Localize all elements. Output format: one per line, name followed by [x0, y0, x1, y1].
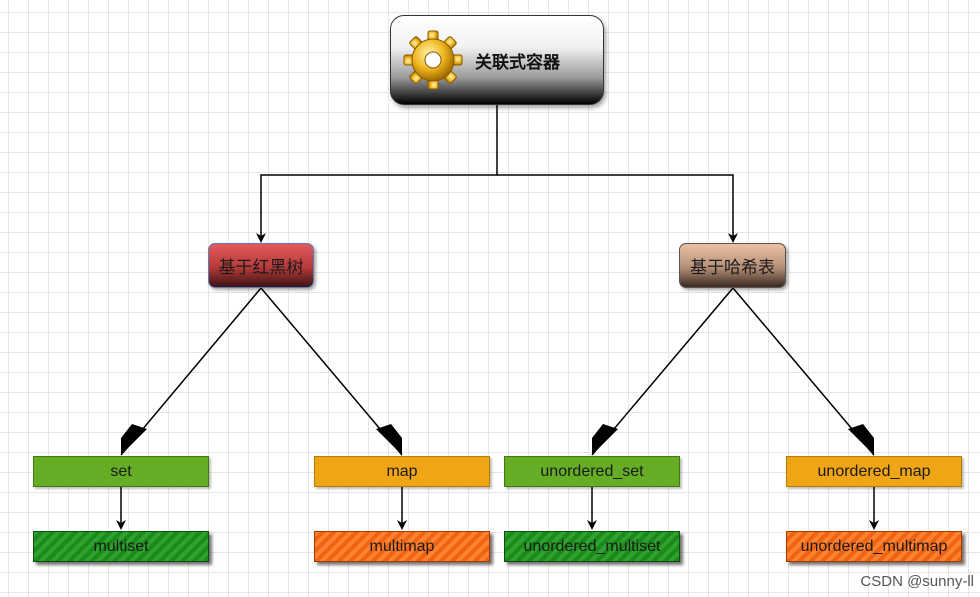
node-unordered-map-label: unordered_map: [817, 462, 931, 480]
edge-rbt-to-set: [120, 287, 262, 456]
node-unordered-map[interactable]: unordered_map: [786, 456, 962, 487]
node-unordered-multiset-label: unordered_multiset: [523, 537, 661, 555]
root-node-associative-containers[interactable]: 关联式容器: [390, 15, 604, 105]
node-unordered-multiset[interactable]: unordered_multiset: [504, 531, 680, 562]
node-hash-table-label: 基于哈希表: [690, 258, 775, 277]
edge-hash-to-unordered-map: [732, 287, 875, 456]
node-unordered-multimap[interactable]: unordered_multimap: [786, 531, 962, 562]
edge-hash-to-unordered-set: [591, 287, 734, 456]
node-set[interactable]: set: [33, 456, 209, 487]
node-set-label: set: [110, 462, 132, 480]
node-multiset-label: multiset: [93, 537, 149, 555]
edge-root-to-red-black-tree: [256, 105, 498, 243]
node-unordered-set-label: unordered_set: [540, 462, 644, 480]
node-red-black-tree-label: 基于红黑树: [218, 258, 304, 277]
node-multimap-label: multimap: [369, 537, 435, 555]
node-map-label: map: [386, 462, 418, 480]
node-unordered-set[interactable]: unordered_set: [504, 456, 680, 487]
gear-icon: [403, 30, 463, 90]
node-unordered-multimap-label: unordered_multimap: [800, 537, 948, 555]
edge-rbt-to-map: [260, 287, 403, 456]
node-red-black-tree[interactable]: 基于红黑树: [208, 243, 314, 288]
edge-rbt-to-set-diamond: [121, 424, 147, 455]
edge-rbt-to-map-diamond: [376, 424, 402, 455]
node-hash-table[interactable]: 基于哈希表: [679, 243, 786, 288]
node-multiset[interactable]: multiset: [33, 531, 209, 562]
node-map[interactable]: map: [314, 456, 490, 487]
watermark: CSDN @sunny-ll: [860, 573, 974, 590]
root-node-label: 关联式容器: [475, 52, 560, 72]
node-multimap[interactable]: multimap: [314, 531, 490, 562]
edge-hash-to-unordered-map-diamond: [848, 424, 874, 455]
edge-hash-to-unordered-set-diamond: [592, 424, 618, 455]
edge-root-to-hash-table: [497, 174, 738, 243]
